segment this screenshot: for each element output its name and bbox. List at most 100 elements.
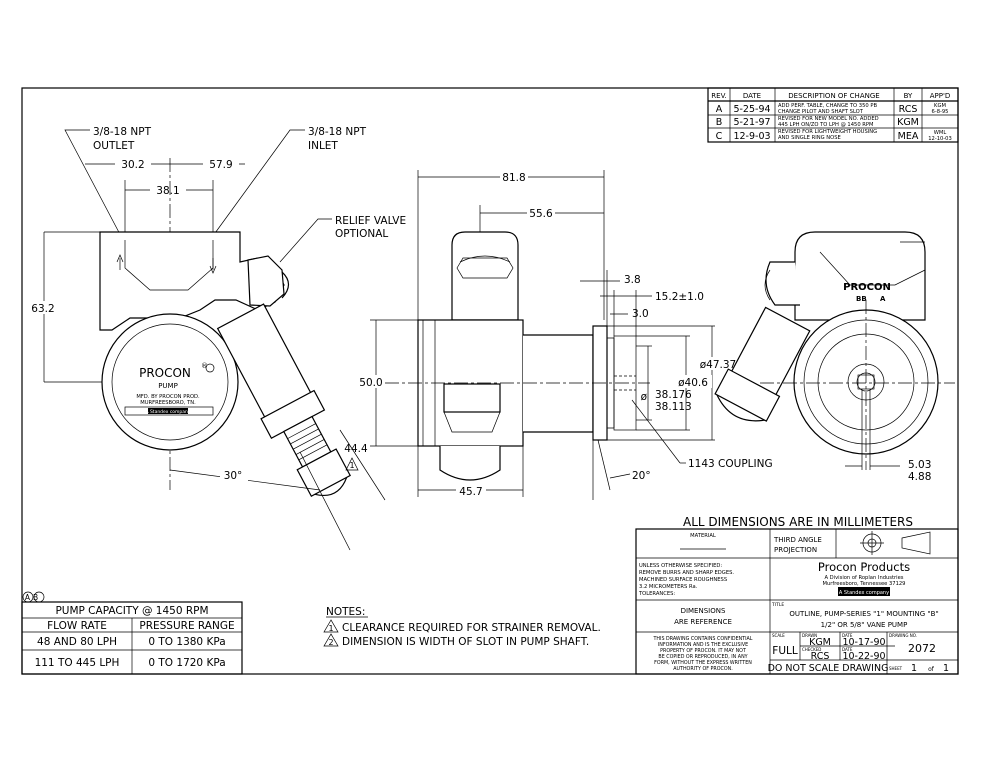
capacity-title: PUMP CAPACITY @ 1450 RPM xyxy=(55,605,208,617)
dim-40-6: ø40.6 xyxy=(678,377,708,389)
rev-row-c-desc2: AND SINGLE RING NOSE xyxy=(778,135,841,141)
title-label: TITLE xyxy=(771,602,784,608)
confidential-1: THIS DRAWING CONTAINS CONFIDENTIAL xyxy=(653,636,753,642)
dim-38-1: 38.1 xyxy=(156,185,179,197)
sheet-total: 1 xyxy=(943,663,949,674)
dim-3-8: 3.8 xyxy=(624,274,641,286)
rev-row-a-by: RCS xyxy=(899,104,918,115)
capacity-row-1-pressure: 0 TO 1380 KPa xyxy=(148,636,225,648)
dim-57-9: 57.9 xyxy=(209,159,232,171)
front-view: 3/8-18 NPT OUTLET 3/8-18 NPT INLET RELIE… xyxy=(28,126,406,551)
rev-row-a-rev: A xyxy=(716,104,723,115)
rear-stamp-right: A xyxy=(880,295,886,303)
front-note-flag: 1 xyxy=(349,461,354,470)
checked-date: 10-22-90 xyxy=(842,651,885,662)
dim-45-7: 45.7 xyxy=(459,486,482,498)
capacity-row-1-flow: 48 AND 80 LPH xyxy=(37,636,117,648)
confidential-6: AUTHORITY OF PROCON. xyxy=(673,666,733,672)
dim-3-0: 3.0 xyxy=(632,308,649,320)
unless-line-4: 3.2 MICROMETERS Ra. xyxy=(639,584,698,590)
drawn-date: 10-17-90 xyxy=(842,637,885,648)
rev-header-rev: REV. xyxy=(711,92,726,100)
coupling-label: 1143 COUPLING xyxy=(688,458,773,470)
front-brand-sub: PUMP xyxy=(158,382,178,390)
side-view: 81.8 55.6 50.0 45.7 xyxy=(357,170,773,500)
dim-63-2: 63.2 xyxy=(31,303,54,315)
dim-81-8: 81.8 xyxy=(502,172,525,184)
rev-row-c-rev: C xyxy=(716,131,723,142)
front-brand: PROCON xyxy=(139,366,191,380)
rev-row-a-desc2: CHANGE PILOT AND SHAFT SLOT xyxy=(778,109,864,115)
rev-row-c-appd2: 12-10-03 xyxy=(928,136,952,142)
checked-value: RCS xyxy=(811,651,830,662)
inlet-thread-label: 3/8-18 NPT xyxy=(308,126,367,138)
sheet-value: 1 xyxy=(911,663,917,674)
rev-row-b-rev: B xyxy=(716,117,723,128)
title-block: MATERIAL THIRD ANGLE PROJECTION UNLESS O… xyxy=(635,528,959,675)
rear-view: PROCON BB A 5.03 4.88 2 xyxy=(714,231,955,483)
dim-38-176: 38.176 xyxy=(655,389,692,401)
rev-row-c-appd1: WML xyxy=(934,130,947,136)
rev-row-b-desc1: REVISED FOR NEW MODEL NO. ADDED xyxy=(778,116,879,122)
drawing-no: 2072 xyxy=(908,642,936,655)
company-division: A Division of Roplan Industries xyxy=(824,575,903,581)
inlet-label: INLET xyxy=(308,140,338,152)
third-angle-label: THIRD ANGLE xyxy=(773,536,822,544)
note-2-text: DIMENSION IS WIDTH OF SLOT IN PUMP SHAFT… xyxy=(342,636,589,648)
front-plate-text: A Standex company xyxy=(145,409,190,415)
unless-line-1: UNLESS OTHERWISE SPECIFIED: xyxy=(639,563,722,569)
rev-row-c-by: MEA xyxy=(898,131,919,142)
dim-50-0: 50.0 xyxy=(359,377,382,389)
rev-row-b-by: KGM xyxy=(897,117,919,128)
note-1-num: 1 xyxy=(328,624,333,633)
front-maker-2: MURFREESBORO, TN. xyxy=(140,400,196,406)
rev-row-a-appd1: KGM xyxy=(934,103,946,109)
note-2-num: 2 xyxy=(328,638,333,647)
dim-55-6: 55.6 xyxy=(529,208,553,220)
material-label: MATERIAL xyxy=(690,533,716,539)
capacity-table: PUMP CAPACITY @ 1450 RPM FLOW RATE PRESS… xyxy=(21,601,243,675)
dia-symbol: ø xyxy=(641,391,648,403)
date-label-2: DATE xyxy=(842,647,853,652)
rev-row-c-desc1: REVISED FOR LIGHTWEIGHT HOUSING xyxy=(778,129,877,135)
relief-valve-sub: OPTIONAL xyxy=(335,228,388,240)
dim-44-4: 44.4 xyxy=(344,443,368,455)
outlet-thread-label: 3/8-18 NPT xyxy=(93,126,152,138)
revision-table: REV. DATE DESCRIPTION OF CHANGE BY APP'D… xyxy=(707,87,959,143)
capacity-header-flow: FLOW RATE xyxy=(47,620,107,632)
drawing-no-label: DRAWING NO. xyxy=(889,633,917,638)
note-1-text: CLEARANCE REQUIRED FOR STRAINER REMOVAL. xyxy=(342,622,601,634)
projection-label: PROJECTION xyxy=(774,546,817,554)
dimensions-label-2: ARE REFERENCE xyxy=(674,618,732,626)
no-scale-note: DO NOT SCALE DRAWING xyxy=(768,663,889,674)
notes-block: NOTES: 1 CLEARANCE REQUIRED FOR STRAINER… xyxy=(323,606,601,648)
company-city: Murfreesboro, Tennessee 37129 xyxy=(823,581,906,587)
capacity-row-2-flow: 111 TO 445 LPH xyxy=(35,657,120,669)
rev-row-a-desc1: ADD PERF. TABLE, CHANGE TO 350 PB xyxy=(778,103,877,109)
drawing-border xyxy=(21,87,959,675)
company-logo-text: A Standex company xyxy=(839,590,889,596)
rev-marks: AB xyxy=(25,593,41,602)
confidential-3: PROPERTY OF PROCON. IT MAY NOT xyxy=(660,648,746,654)
rev-row-b-desc2: 445 LPH ON/ZO TO LPH @ 1450 RPM xyxy=(778,122,873,128)
rev-header-desc: DESCRIPTION OF CHANGE xyxy=(788,92,879,100)
front-brand-mark: ® xyxy=(201,362,208,370)
unless-line-3: MACHINED SURFACE ROUGHNESS xyxy=(639,577,727,583)
rev-row-a-appd2: 6-8-95 xyxy=(932,109,949,115)
sheet-of: of xyxy=(928,666,935,673)
company-name: Procon Products xyxy=(818,560,910,574)
unless-line-2: REMOVE BURRS AND SHARP EDGES. xyxy=(639,570,734,576)
capacity-header-pressure: PRESSURE RANGE xyxy=(139,620,234,632)
drawn-value: KGM xyxy=(809,637,831,648)
title-line-1: OUTLINE, PUMP-SERIES "1" MOUNTING "B" xyxy=(789,610,938,618)
angle-30: 30° xyxy=(224,470,243,482)
outlet-label: OUTLET xyxy=(93,140,135,152)
confidential-4: BE COPIED OR REPRODUCED, IN ANY xyxy=(658,654,747,660)
notes-heading: NOTES: xyxy=(326,606,365,618)
dim-38-113: 38.113 xyxy=(655,401,692,413)
unless-line-5: TOLERANCES: xyxy=(638,591,675,597)
rev-header-by: BY xyxy=(904,92,913,100)
dimensions-label-1: DIMENSIONS xyxy=(681,607,726,615)
drawn-label: DRAWN xyxy=(802,633,817,638)
dim-5-03: 5.03 xyxy=(908,459,931,471)
